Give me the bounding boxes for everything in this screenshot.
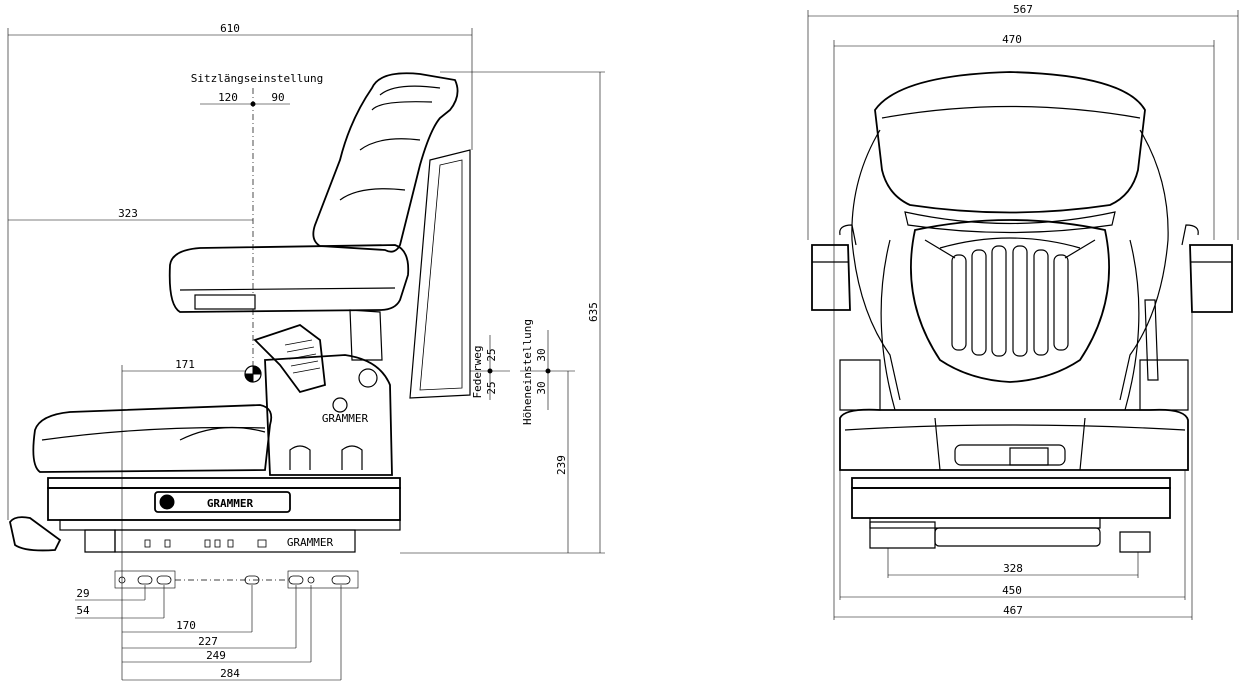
base-brand-small: GRAMMER [287, 536, 334, 549]
dim-base-height: 239 [555, 371, 569, 553]
front-mount-width-value: 328 [1003, 562, 1023, 575]
dim-height-total: 635 [400, 71, 605, 554]
mounting-holes: 29 54 170 227 249 284 [75, 570, 359, 681]
hole-dim-5: 284 [220, 667, 240, 680]
front-overall-width-value: 567 [1013, 3, 1033, 16]
height-total-value: 635 [587, 302, 600, 322]
dim-front-outer: 467 [833, 240, 1193, 620]
dim-front-backrest: 470 [833, 33, 1215, 240]
hole-dim-0: 29 [76, 587, 89, 600]
seat-front-outline [811, 71, 1233, 553]
front-view: 567 470 [807, 3, 1239, 620]
dim-seat-length-adjust: Sitzlängseinstellung 120 90 [191, 72, 323, 380]
suspension-label: Federweg [471, 346, 484, 399]
suspension-up-value: 25 [485, 348, 498, 361]
backrest-offset-value: 323 [118, 207, 138, 220]
height-adjust-up-value: 30 [535, 348, 548, 361]
dim-backrest-offset: 323 [8, 207, 253, 221]
height-adjust-label: Höheneinstellung [521, 319, 534, 425]
hole-dim-1: 54 [76, 604, 90, 617]
front-base-width-value: 450 [1002, 584, 1022, 597]
dim-overall-width: 610 [7, 22, 473, 520]
dim-suspension: Federweg 25 25 [470, 335, 510, 400]
seat-side-outline: GRAMMER GRAMMER GRAMMER [9, 72, 471, 553]
hole-dim-4: 249 [206, 649, 226, 662]
emblem-text: GRAMMER [322, 412, 369, 425]
base-height-value: 239 [555, 455, 568, 475]
hole-dim-2: 170 [176, 619, 196, 632]
base-brand-logo: GRAMMER [207, 497, 254, 510]
hole-dim-3: 227 [198, 635, 218, 648]
seat-length-back-value: 120 [218, 91, 238, 104]
suspension-down-value: 25 [485, 381, 498, 394]
dim-front-mount: 328 [887, 548, 1139, 578]
dim-seat-ref: 171 [121, 358, 262, 680]
front-backrest-width-value: 470 [1002, 33, 1022, 46]
dim-front-base: 450 [839, 470, 1186, 600]
dim-front-overall: 567 [807, 3, 1239, 240]
height-adjust-down-value: 30 [535, 381, 548, 394]
overall-width-value: 610 [220, 22, 240, 35]
side-view: 610 Sitzlängseinstellung 120 90 323 635 [7, 22, 605, 681]
seat-length-fwd-value: 90 [271, 91, 284, 104]
front-outer-width-value: 467 [1003, 604, 1023, 617]
seat-length-adjust-label: Sitzlängseinstellung [191, 72, 323, 85]
dim-height-adjust: Höheneinstellung 30 30 [520, 319, 575, 425]
seat-ref-value: 171 [175, 358, 195, 371]
